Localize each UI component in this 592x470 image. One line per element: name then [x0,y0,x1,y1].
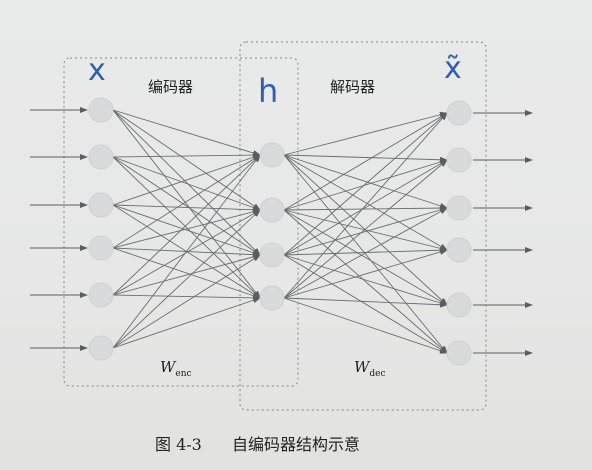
encoder-edge [112,156,261,299]
encoder-edge [112,154,261,349]
decoder-edge [283,112,448,256]
encoder-edge [112,154,261,296]
decoder-edge [283,205,448,212]
hidden-node [259,197,285,223]
decoder-edge [283,209,448,252]
decoder-edge [283,254,448,354]
decoder-edge [283,249,448,299]
handwritten-x-tilde-label: x̃ [444,51,462,86]
decoder-edge [283,154,448,209]
encoder-edge [112,297,261,349]
decoder-edge [283,112,448,211]
encoder-edge [112,254,261,349]
encoder-edge [112,109,261,156]
encoder-edge [112,109,261,299]
input-node [88,335,114,361]
figure-caption-number: 图 4-3 [155,435,202,454]
decoder-edge [283,207,448,299]
encoder-edge [112,204,261,256]
hidden-node [259,242,285,268]
input-node [88,192,114,218]
hidden-node [259,142,285,168]
handwritten-h-label: h [258,72,278,110]
decoder-edge [283,159,448,299]
io-arrows [30,107,533,356]
output-node [446,147,472,173]
input-node [88,97,114,123]
encoder-edge [112,208,261,249]
handwritten-x-label: x [88,53,106,88]
encoder-edge [112,209,261,349]
output-node [446,292,472,318]
encoder-edge [112,156,261,211]
decoder-edge [283,207,448,256]
encoder-box [63,57,299,387]
decoder-edge [283,154,448,251]
decoder-box [239,41,487,411]
w-dec-label: Wdec [354,358,386,379]
decoder-edge [283,111,448,156]
input-node [88,282,114,308]
output-node [446,237,472,263]
decoder-edge [283,209,448,354]
input-node [88,144,114,170]
encoder-edge [112,154,261,206]
decoder-edge [283,254,448,306]
encoder-edge [112,152,261,159]
encoder-edge [112,109,261,211]
encoder-edge [112,253,261,296]
encoder-edge [112,247,261,299]
encoder-edge [112,294,261,301]
output-node [446,100,472,126]
decoder-edge [283,297,448,354]
decoder-edge [283,154,448,354]
decoder-edge [283,154,448,163]
output-node [446,340,472,366]
decoder-edge [283,112,448,299]
figure-caption-text: 自编码器结构示意 [232,435,360,454]
encoder-edge [112,209,261,296]
w-enc-label: Wenc [160,358,192,379]
decoder-edge [283,297,448,308]
encoder-edge [112,204,261,213]
weight-edges [112,109,448,354]
decoder-edge [283,159,448,211]
decoder-label: 解码器 [330,78,375,96]
encoder-label: 编码器 [148,78,193,96]
decoder-edge [283,159,448,256]
encoder-edge [112,156,261,256]
decoder-edge [283,209,448,306]
output-node [446,195,472,221]
encoder-edge [112,154,261,249]
encoder-edge [112,109,261,256]
neuron-nodes [88,97,472,366]
input-node [88,235,114,261]
hidden-node [259,285,285,311]
